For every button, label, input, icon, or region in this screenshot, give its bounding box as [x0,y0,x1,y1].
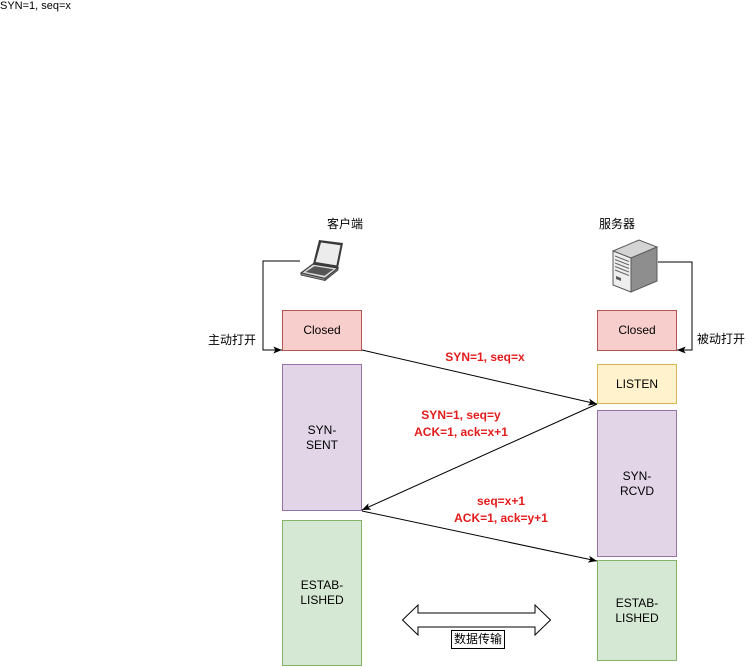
state-label-line-2: SENT [305,437,338,452]
message-line-2: ACK=1, ack=y+1 [454,511,548,525]
client-state-closed: Closed [282,310,362,351]
server-icon [612,239,658,293]
server-state-established: ESTAB- LISHED [597,560,677,661]
server-state-listen: LISTEN [597,364,677,404]
server-state-syn-rcvd: SYN- RCVD [597,410,677,557]
state-label-line-1: SYN- [307,422,337,437]
state-label-line-1: ESTAB- [300,578,344,592]
client-state-syn-sent: SYN- SENT [282,364,362,511]
passive-open-label: 被动打开 [697,332,746,346]
top-left-label: SYN=1, seq=x [0,0,71,12]
message-line-1: SYN=1, seq=x [445,350,525,364]
laptop-icon [300,240,343,281]
client-label: 客户端 [327,217,364,231]
message-line-1: SYN=1, seq=y [421,408,501,422]
state-label: Closed [303,323,341,337]
state-label-line-2: RCVD [619,483,654,498]
server-label: 服务器 [599,217,636,231]
data-transfer-label: 数据传输 [451,630,505,649]
active-open-label: 主动打开 [208,333,257,347]
ack-message-label: seq=x+1 ACK=1, ack=y+1 [454,493,548,527]
syn-ack-message-label: SYN=1, seq=y ACK=1, ack=x+1 [414,407,508,441]
state-label-line-1: SYN- [622,468,652,483]
state-label: Closed [618,323,656,337]
syn-message-label: SYN=1, seq=x [445,349,524,366]
state-label-line-1: ESTAB- [615,595,659,610]
state-label-line-2: LISHED [615,610,659,625]
server-state-closed: Closed [597,310,677,351]
message-line-1: seq=x+1 [476,494,526,508]
client-state-established: ESTAB- LISHED [282,520,362,666]
message-line-2: ACK=1, ack=x+1 [414,425,508,439]
state-label-line-2: LISHED [300,593,344,607]
state-label: LISTEN [615,376,658,391]
